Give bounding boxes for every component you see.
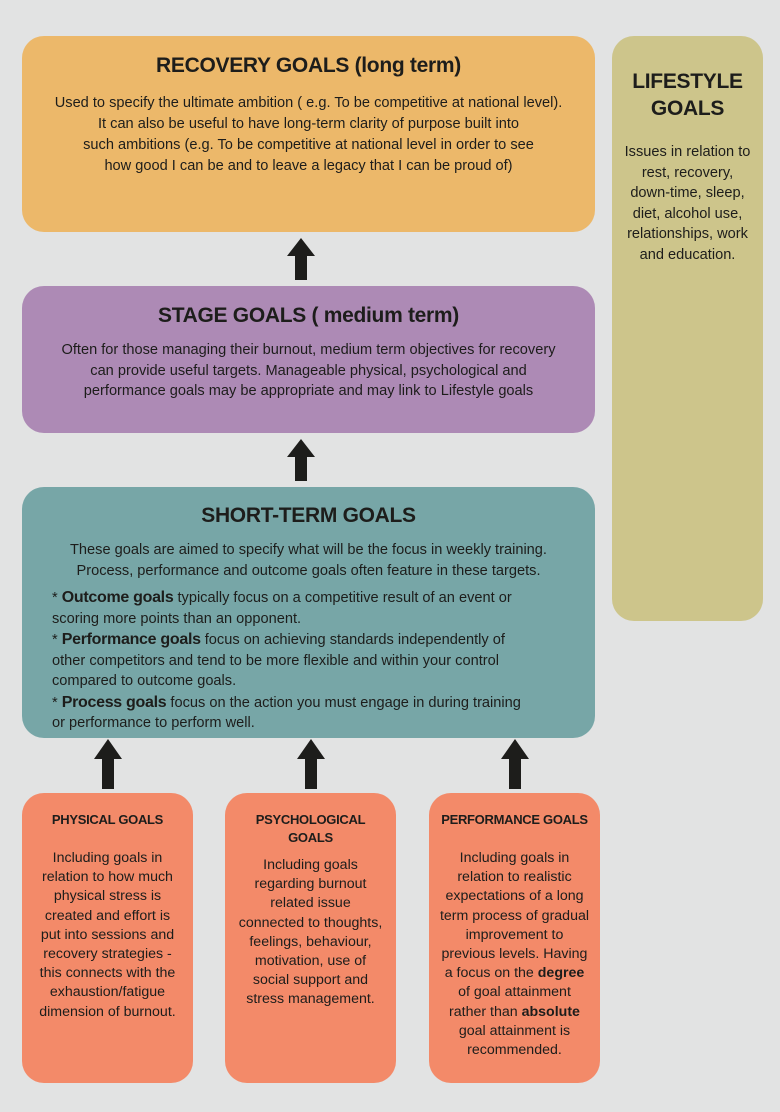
performance-goals-title: PERFORMANCE GOALS xyxy=(441,812,588,827)
recovery-goals-description: Used to specify the ultimate ambition ( … xyxy=(40,93,577,177)
psychological-line: motivation, use of xyxy=(254,953,367,970)
performance-goals-box: PERFORMANCE GOALS Including goals in rel… xyxy=(429,793,600,1083)
lifestyle-line: Issues in relation to xyxy=(624,144,751,160)
performance-line: improvement to xyxy=(465,926,564,943)
psychological-title-line: GOALS xyxy=(288,830,333,845)
recovery-line: how good I can be and to leave a legacy … xyxy=(104,158,513,174)
stage-line: Often for those managing their burnout, … xyxy=(61,342,556,358)
process-goals-text: focus on the action you must engage in d… xyxy=(166,694,521,711)
physical-line: physical stress is xyxy=(53,888,162,905)
psychological-line: related issue xyxy=(270,895,351,912)
arrow-up-icon xyxy=(501,739,529,789)
absolute-emphasis: absolute xyxy=(521,1003,580,1020)
psychological-goals-box: PSYCHOLOGICAL GOALS Including goals rega… xyxy=(225,793,396,1083)
psychological-title-line: PSYCHOLOGICAL xyxy=(255,812,366,827)
stage-goals-box: STAGE GOALS ( medium term) Often for tho… xyxy=(22,286,595,433)
psychological-line: stress management. xyxy=(246,991,375,1008)
lifestyle-line: relationships, work xyxy=(627,226,748,242)
performance-line: Including goals in xyxy=(459,850,570,866)
performance-line: recommended. xyxy=(467,1042,562,1059)
physical-line: dimension of burnout. xyxy=(39,1003,176,1020)
performance-line: expectations of a long xyxy=(445,888,584,905)
performance-goals-text-cont: other competitors and tend to be more fl… xyxy=(52,652,499,669)
lifestyle-goals-title: LIFESTYLE GOALS xyxy=(618,68,757,122)
performance-line: previous levels. Having xyxy=(441,946,588,963)
short-term-intro-line: These goals are aimed to specify what wi… xyxy=(70,542,547,558)
psychological-line: feelings, behaviour, xyxy=(249,933,372,950)
performance-line-text: rather than xyxy=(449,1003,522,1020)
process-goals-label: Process goals xyxy=(61,693,167,711)
stage-line: can provide useful targets. Manageable p… xyxy=(90,362,527,379)
physical-line: this connects with the xyxy=(39,965,176,982)
degree-emphasis: degree xyxy=(537,965,585,982)
recovery-goals-box: RECOVERY GOALS (long term) Used to speci… xyxy=(22,36,595,232)
bullet: * xyxy=(52,694,62,711)
performance-goals-item: * Performance goals focus on achieving s… xyxy=(44,630,573,692)
stage-goals-description: Often for those managing their burnout, … xyxy=(34,340,583,402)
performance-line: goal attainment is xyxy=(458,1022,571,1039)
performance-line: rather than absolute xyxy=(437,1003,592,1022)
lifestyle-line: down-time, sleep, xyxy=(630,185,745,201)
performance-line: of goal attainment xyxy=(458,984,571,1001)
arrow-up-icon xyxy=(287,238,315,280)
psychological-goals-description: Including goals regarding burnout relate… xyxy=(233,856,388,1010)
physical-line: relation to how much xyxy=(42,869,173,886)
lifestyle-line: rest, recovery, xyxy=(641,164,734,181)
process-goals-text-cont: or performance to perform well. xyxy=(52,715,255,731)
physical-line: put into sessions and xyxy=(40,926,175,943)
performance-goals-label: Performance goals xyxy=(61,631,201,648)
arrow-up-icon xyxy=(94,739,122,789)
stage-goals-title: STAGE GOALS ( medium term) xyxy=(157,304,459,327)
performance-goals-text-cont2: compared to outcome goals. xyxy=(52,673,237,689)
physical-line: recovery strategies - xyxy=(43,946,172,963)
psychological-line: social support and xyxy=(252,972,369,989)
physical-line: Including goals in xyxy=(52,850,163,866)
short-term-intro: These goals are aimed to specify what wi… xyxy=(44,540,573,581)
physical-line: exhaustion/fatigue xyxy=(49,984,166,1001)
physical-goals-title: PHYSICAL GOALS xyxy=(51,812,164,827)
short-term-goals-box: SHORT-TERM GOALS These goals are aimed t… xyxy=(22,487,595,738)
outcome-goals-text: typically focus on a competitive result … xyxy=(173,590,512,606)
physical-goals-box: PHYSICAL GOALS Including goals in relati… xyxy=(22,793,193,1083)
psychological-line: regarding burnout xyxy=(254,876,367,893)
lifestyle-line: diet, alcohol use, xyxy=(632,205,743,222)
recovery-goals-title: RECOVERY GOALS (long term) xyxy=(156,54,461,77)
performance-goals-text: focus on achieving standards independent… xyxy=(200,632,505,648)
lifestyle-goals-box: LIFESTYLE GOALS Issues in relation to re… xyxy=(612,36,763,621)
outcome-goals-item: * Outcome goals typically focus on a com… xyxy=(44,588,573,629)
physical-line: created and effort is xyxy=(44,907,171,924)
outcome-goals-text-cont: scoring more points than an opponent. xyxy=(52,610,302,627)
psychological-goals-title: PSYCHOLOGICAL GOALS xyxy=(233,811,388,847)
process-goals-item: * Process goals focus on the action you … xyxy=(44,693,573,734)
lifestyle-title-line: GOALS xyxy=(650,97,725,120)
bullet: * xyxy=(52,632,62,648)
recovery-line: It can also be useful to have long-term … xyxy=(97,116,520,132)
performance-line: term process of gradual xyxy=(439,907,590,924)
recovery-line: such ambitions (e.g. To be competitive a… xyxy=(83,137,534,153)
arrow-up-icon xyxy=(287,439,315,481)
performance-line: relation to realistic xyxy=(457,869,572,886)
psychological-line: Including goals xyxy=(263,857,358,873)
recovery-line: Used to specify the ultimate ambition ( … xyxy=(54,95,563,111)
stage-line: performance goals may be appropriate and… xyxy=(83,383,534,399)
performance-line: a focus on the degree xyxy=(437,964,592,983)
psychological-line: connected to thoughts, xyxy=(238,914,383,931)
lifestyle-title-line: LIFESTYLE xyxy=(632,70,743,93)
performance-goals-description: Including goals in relation to realistic… xyxy=(437,849,592,1060)
physical-goals-description: Including goals in relation to how much … xyxy=(30,849,185,1022)
outcome-goals-label: Outcome goals xyxy=(61,589,174,606)
short-term-intro-line: Process, performance and outcome goals o… xyxy=(76,562,541,579)
arrow-up-icon xyxy=(297,739,325,789)
bullet: * xyxy=(52,590,62,606)
short-term-goals-title: SHORT-TERM GOALS xyxy=(201,504,416,527)
lifestyle-line: and education. xyxy=(639,246,736,263)
performance-line-text: a focus on the xyxy=(444,965,538,982)
lifestyle-goals-description: Issues in relation to rest, recovery, do… xyxy=(618,142,757,265)
